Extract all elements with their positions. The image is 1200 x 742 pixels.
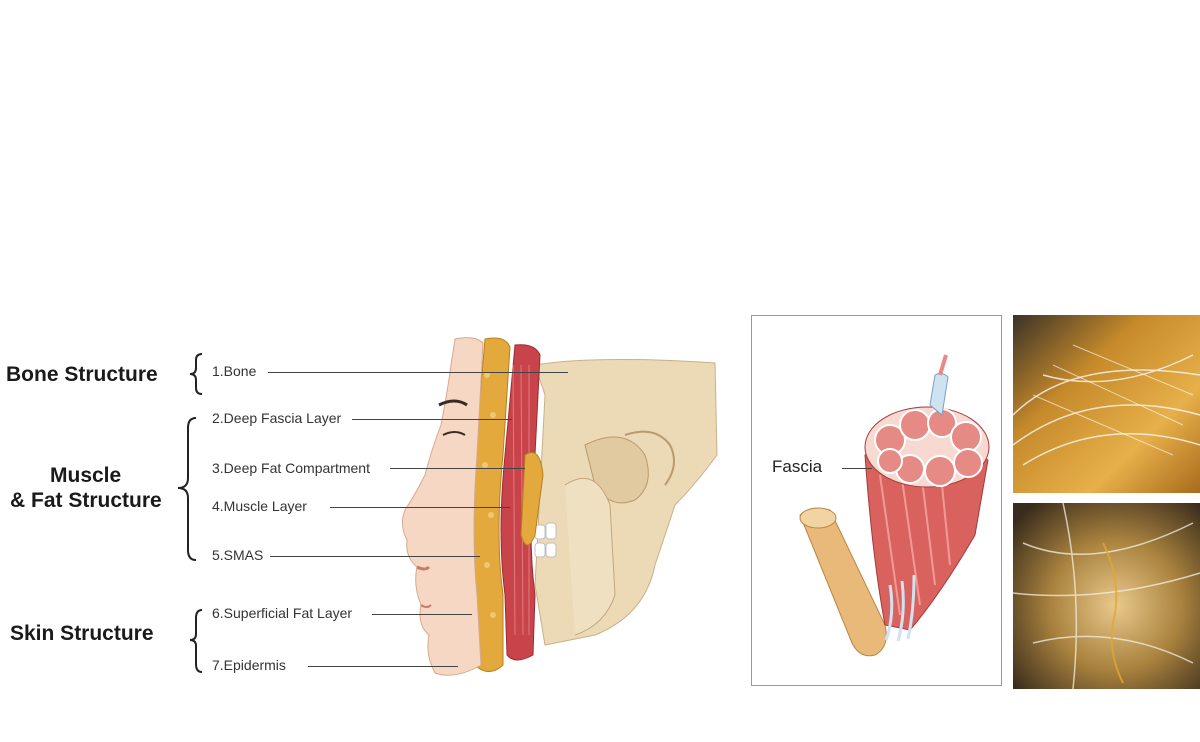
group-title-bone: Bone Structure (6, 363, 158, 386)
face-cross-section-illustration (401, 337, 718, 676)
layer-label-superficial-fat: 6.Superficial Fat Layer (212, 605, 353, 621)
group-title-muscle-fat-line2: & Fat Structure (10, 489, 162, 512)
leader-epidermis (308, 666, 458, 667)
leader-fascia (842, 468, 872, 469)
layer-label-epidermis: 7.Epidermis (212, 657, 286, 673)
fascia-photo-top (1012, 315, 1200, 493)
layer-label-smas: 5.SMAS (212, 547, 264, 563)
fascia-photo-bottom (1012, 502, 1200, 690)
muscle-fascia-illustration (799, 354, 990, 657)
layer-label-bone: 1.Bone (212, 363, 257, 379)
leader-deep-fascia (352, 419, 512, 420)
brace-bone (189, 353, 203, 395)
leader-muscle (330, 507, 510, 508)
layer-label-deep-fascia: 2.Deep Fascia Layer (212, 410, 342, 426)
leader-smas (270, 556, 480, 557)
leader-superficial-fat (372, 614, 472, 615)
leader-deep-fat (390, 468, 525, 469)
brace-skin (189, 609, 203, 673)
group-title-muscle-fat-line1: Muscle (50, 464, 122, 487)
layer-label-muscle: 4.Muscle Layer (212, 498, 307, 514)
group-title-skin: Skin Structure (10, 622, 154, 645)
layer-label-deep-fat: 3.Deep Fat Compartment (212, 460, 370, 476)
fascia-label: Fascia (772, 457, 823, 476)
brace-muscle-fat (177, 417, 197, 561)
leader-bone (268, 372, 568, 373)
